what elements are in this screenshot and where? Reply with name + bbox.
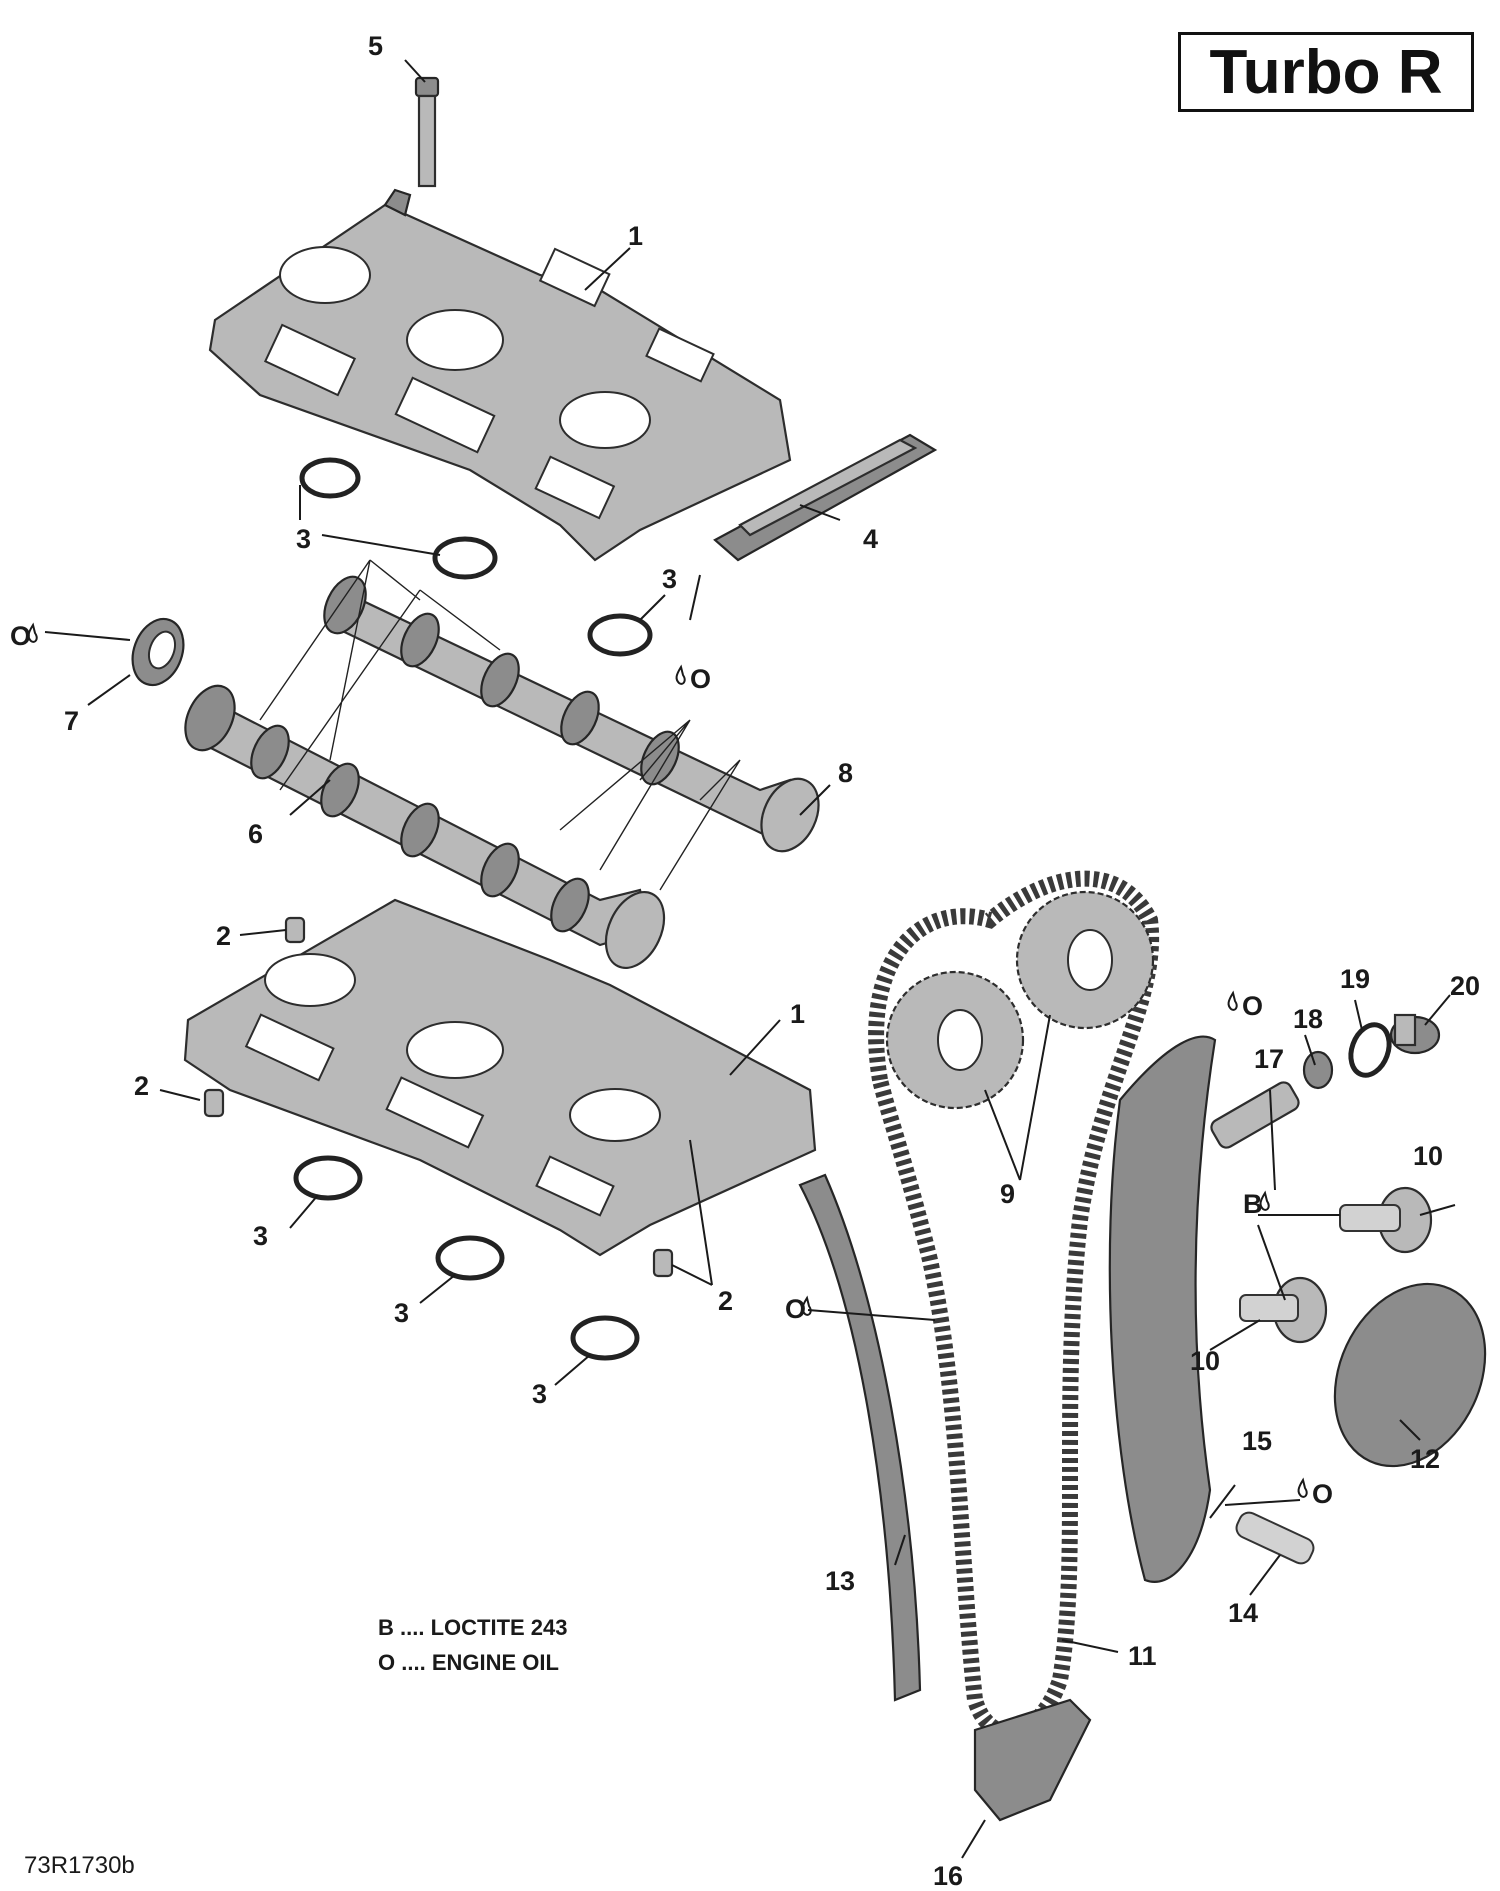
legend-row-loctite: B .... LOCTITE 243 [378, 1615, 568, 1641]
callout-label: 14 [1228, 1598, 1258, 1628]
oil-drop-icon [1227, 990, 1238, 1011]
oil-symbol-label: O [1242, 991, 1263, 1021]
lubricant-symbols: O O O B O O [10, 621, 1333, 1509]
oil-drop-icon [675, 664, 686, 685]
callout-label: 3 [253, 1221, 268, 1251]
tensioner-pivot-pin-part [1235, 1511, 1315, 1565]
tensioner-plug-part [1389, 1013, 1441, 1055]
legend-separator: .... [400, 1615, 425, 1640]
tensioner-plunger-part [1210, 1081, 1300, 1149]
callout-label: 7 [64, 706, 79, 736]
callout-label: 15 [1242, 1426, 1272, 1456]
sprocket-screws-part [1239, 1186, 1433, 1344]
callout-label: 3 [394, 1298, 409, 1328]
legend-text: ENGINE OIL [431, 1650, 559, 1675]
oil-drop-icon [1297, 1477, 1308, 1498]
callout-label: 4 [863, 524, 878, 554]
legend-separator: .... [401, 1650, 426, 1675]
loctite-drop-icon [1259, 1190, 1270, 1211]
exhaust-camshaft-part [323, 575, 820, 853]
legend-row-engine-oil: O .... ENGINE OIL [378, 1650, 559, 1676]
legend-code: B [378, 1615, 394, 1640]
timing-chain-part [868, 870, 1160, 1740]
callout-label: 1 [628, 221, 643, 251]
callout-label: 6 [248, 819, 263, 849]
oil-symbol-label: O [10, 621, 31, 651]
model-title-box: Turbo R [1178, 32, 1474, 112]
callout-label: 20 [1450, 971, 1480, 1001]
lubrication-leader-lines [259, 559, 741, 891]
lower-camshaft-housing-part [183, 898, 817, 1257]
upper-o-rings [299, 457, 653, 657]
tensioner-washer-part [1348, 1022, 1392, 1078]
callout-label: 10 [1413, 1141, 1443, 1171]
callout-label: 5 [368, 31, 383, 61]
callout-numbers: 5 1 3 4 3 7 8 6 2 1 2 3 3 3 2 9 17 18 19… [64, 31, 1480, 1891]
callout-label: 19 [1340, 964, 1370, 994]
callout-leader-lines [44, 59, 1456, 1859]
chain-tensioner-guide-part [1108, 1035, 1217, 1583]
callout-label: 3 [662, 564, 677, 594]
callout-label: 10 [1190, 1346, 1220, 1376]
callout-label: 18 [1293, 1004, 1323, 1034]
legend-text: LOCTITE 243 [430, 1615, 568, 1640]
legend-code: O [378, 1650, 396, 1675]
camshaft-sprockets-part [885, 890, 1155, 1110]
oil-symbol-label: O [785, 1294, 806, 1324]
callout-label: 3 [296, 524, 311, 554]
callout-label: 2 [134, 1071, 149, 1101]
callout-label: 9 [1000, 1179, 1015, 1209]
callout-label: 11 [1128, 1641, 1157, 1671]
callout-label: 13 [825, 1566, 855, 1596]
callout-label: 3 [532, 1379, 547, 1409]
callout-label: 17 [1254, 1044, 1284, 1074]
illustration-reference-code: 73R1730b [24, 1852, 135, 1879]
oil-drop-icon [801, 1295, 812, 1316]
callout-label: 12 [1410, 1444, 1440, 1474]
callout-label: 1 [790, 999, 805, 1029]
oil-symbol-label: O [1312, 1479, 1333, 1509]
callout-label: 8 [838, 758, 853, 788]
lower-chain-guide-part [973, 1698, 1092, 1822]
model-title: Turbo R [1209, 37, 1443, 107]
upper-camshaft-cap-part [208, 188, 792, 562]
intake-camshaft-part [184, 684, 666, 969]
loctite-symbol-label: B [1243, 1189, 1263, 1219]
oil-drop-icon [27, 622, 38, 643]
callout-label: 2 [216, 921, 231, 951]
fixed-chain-guide-part [798, 1173, 922, 1702]
bolt-part [414, 76, 440, 188]
oil-symbol-label: O [690, 664, 711, 694]
oil-seal-part [131, 617, 185, 687]
tensioner-spring-part [1302, 1050, 1334, 1090]
callout-label: 2 [718, 1286, 733, 1316]
upper-chain-guide-part [713, 433, 938, 562]
callout-label: 16 [933, 1861, 963, 1891]
lower-o-rings [293, 1155, 640, 1361]
access-cover-part [1333, 1282, 1487, 1468]
